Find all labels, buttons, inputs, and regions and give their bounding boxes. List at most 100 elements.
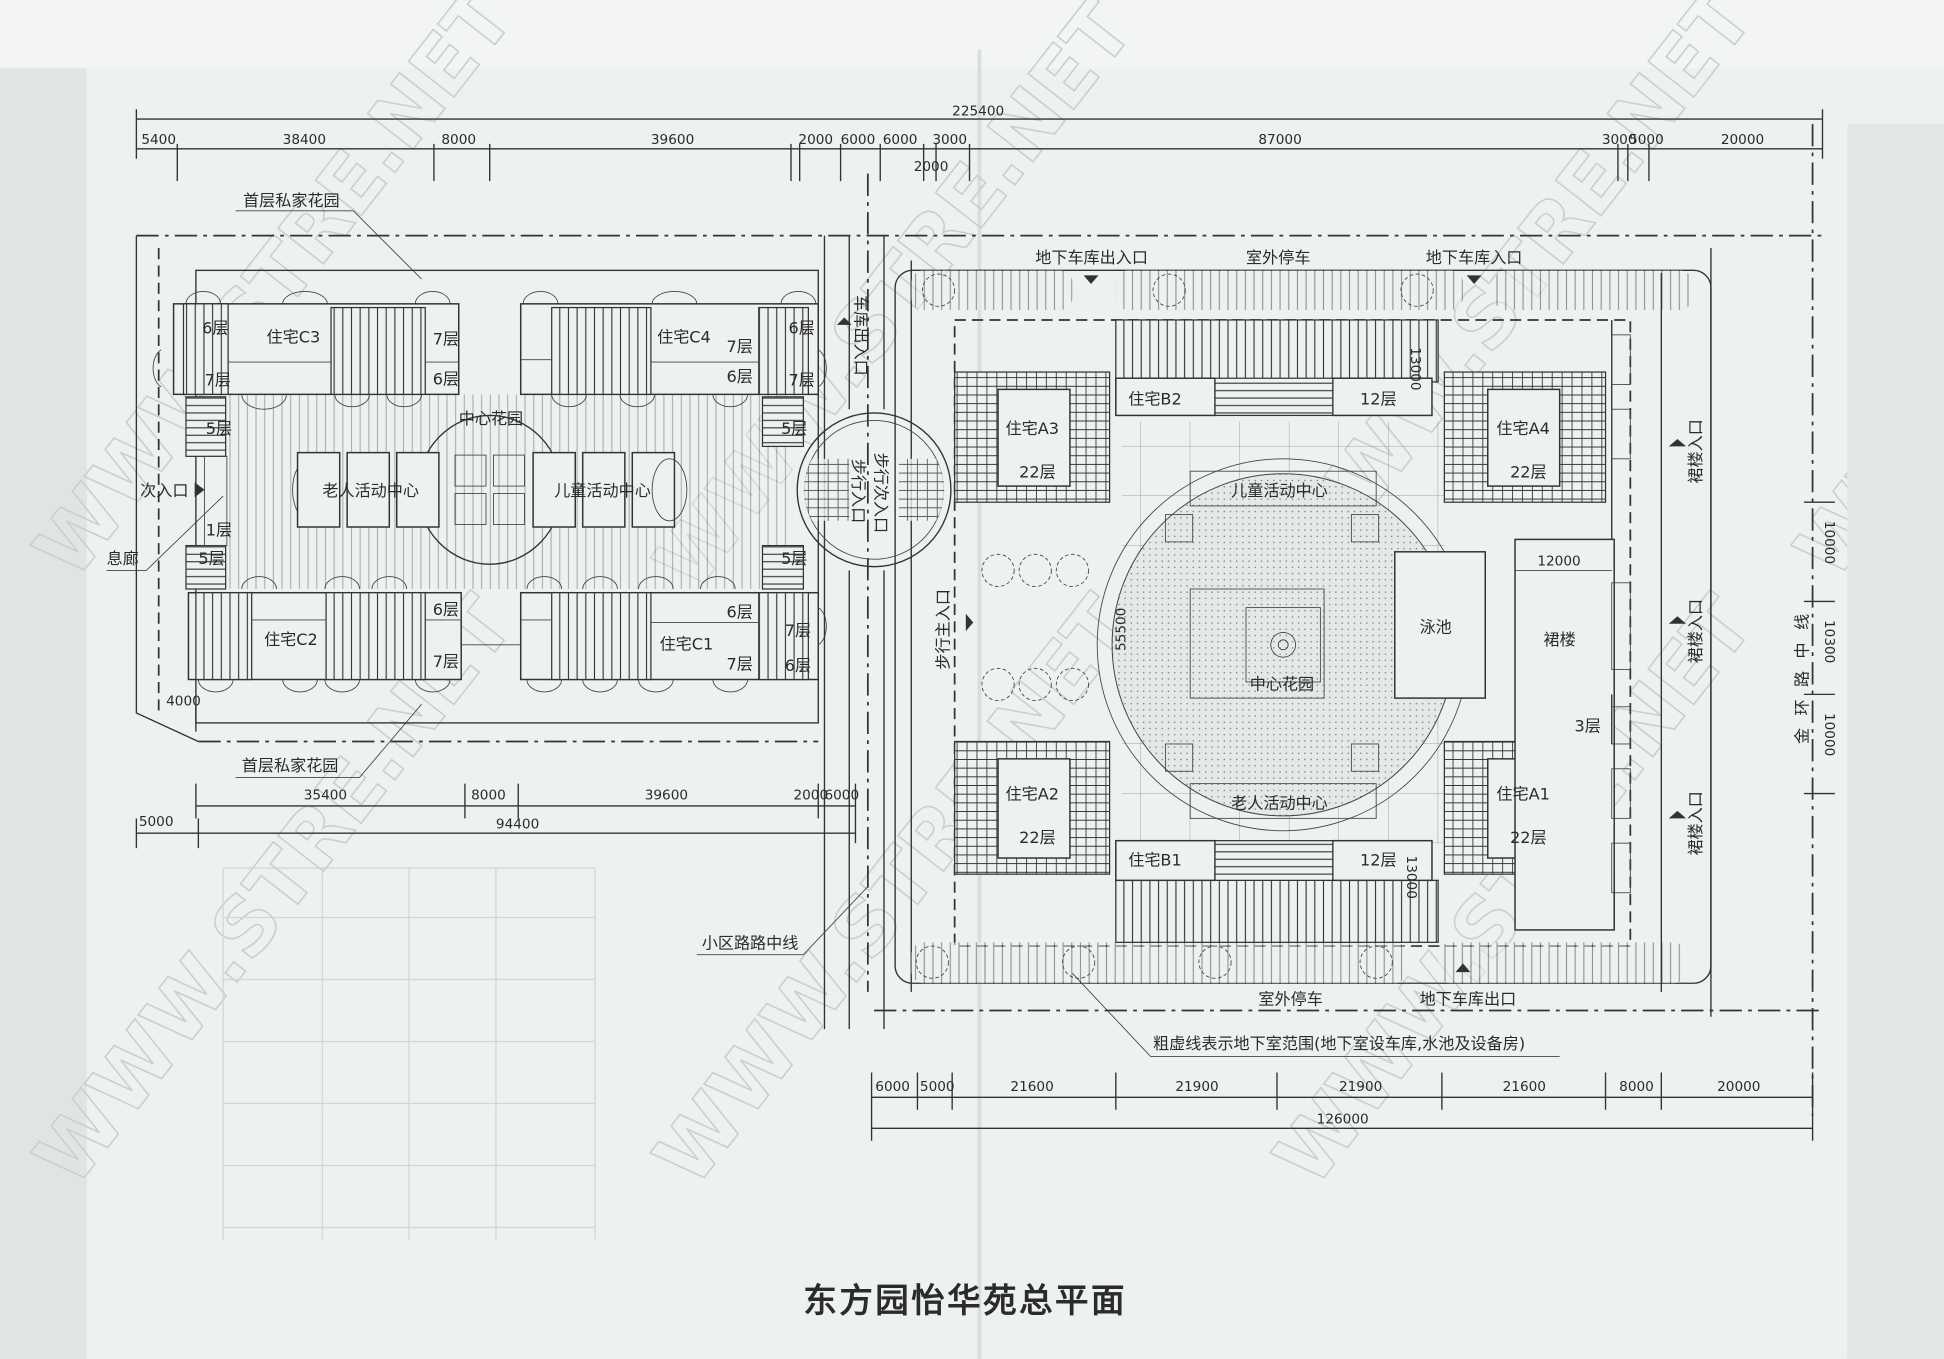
tower-floors: 22层 (1019, 828, 1056, 847)
building-c1 (519, 576, 827, 693)
podium (1514, 538, 1615, 931)
entrance-arrow-icon (194, 482, 205, 498)
dim-segment: 39600 (651, 132, 694, 148)
dim-segment: 21600 (1503, 1079, 1546, 1095)
drawing-title: 东方园怡华苑总平面 (803, 1281, 1127, 1320)
label-private-garden-bottom: 首层私家花园 (242, 756, 339, 775)
tower-floors: 22层 (1510, 828, 1547, 847)
dim-segment: 87000 (1258, 132, 1301, 148)
dim-12000: 12000 (1537, 553, 1580, 569)
dim-4000: 4000 (166, 694, 201, 710)
floor-label: 6层 (433, 600, 459, 619)
garage-arrow-icon (1083, 275, 1099, 285)
floor-label: 6层 (202, 319, 228, 338)
building-c2-label: 住宅C2 (264, 630, 318, 649)
floor-label: 6层 (789, 319, 815, 338)
dim-segment: 5400 (141, 132, 176, 148)
dim-segment: 5000 (1629, 132, 1664, 148)
label-elderly-center-right: 老人活动中心 (1231, 793, 1328, 812)
floor-label: 7层 (433, 652, 459, 671)
floor-label: 7层 (727, 337, 753, 356)
label-podium-entrance: 裙楼入口 (1686, 599, 1705, 663)
garage-arrow-icon (1455, 963, 1471, 973)
floor-label: 6层 (727, 367, 753, 386)
tree-icons (915, 273, 1434, 979)
label-podium-entrance: 裙楼入口 (1686, 419, 1705, 483)
label-pedestrian-main-entrance: 步行主入口 (933, 589, 952, 670)
dim-55500: 55500 (1114, 608, 1130, 651)
dim-segment: 21900 (1339, 1079, 1382, 1095)
tower-a4 (1443, 371, 1607, 503)
floor-label: 5层 (781, 419, 807, 438)
building-a4-label: 住宅A4 (1496, 419, 1549, 438)
tower-a3 (954, 371, 1111, 503)
tower-floors: 22层 (1019, 462, 1056, 481)
building-b1-label: 住宅B1 (1128, 850, 1182, 869)
label-road-centerline: 小区路路中线 (702, 934, 799, 953)
dim-segment: 38400 (283, 132, 326, 148)
building-c3-label: 住宅C3 (267, 327, 321, 346)
floor-label: 7层 (433, 330, 459, 349)
building-b2-label: 住宅B2 (1128, 389, 1182, 408)
dim-segment: 21600 (1010, 1079, 1053, 1095)
dim-segment: 35400 (304, 788, 347, 804)
label-children-center: 儿童活动中心 (554, 481, 651, 500)
road-dim: 10000 (1821, 521, 1837, 564)
dim-13000-bottom: 13000 (1403, 856, 1419, 899)
label-garage-in-out: 地下车库出入口 (1035, 248, 1148, 267)
building-b1 (1115, 839, 1439, 943)
dim-total-top: 225400 (952, 103, 1004, 119)
label-garage-in: 地下车库入口 (1426, 248, 1523, 267)
internal-road: 车库出入口 步行入口 步行次入口 步行主入口 小区路路中线 (696, 173, 974, 1030)
entrance-arrow-icon (836, 317, 852, 325)
floor-label: 5层 (198, 549, 224, 568)
garage-arrow-icon (1466, 275, 1482, 285)
b-floors: 12层 (1360, 389, 1397, 408)
floor-label: 6层 (785, 656, 811, 675)
label-garage-entrance: 车库出入口 (851, 295, 870, 376)
label-east-road-centerline: 金环路中线 (1793, 601, 1812, 744)
dim-segment: 6000 (824, 788, 859, 804)
dim-segment: 8000 (1619, 1079, 1654, 1095)
floor-label: 6层 (433, 369, 459, 388)
road-dim: 10000 (1821, 713, 1837, 756)
b-floors: 12层 (1360, 850, 1397, 869)
label-garage-out: 地下车库出口 (1420, 989, 1517, 1008)
tower-a2 (954, 740, 1111, 875)
dim-segment: 5000 (920, 1079, 955, 1095)
label-corridor: 息廊 (107, 549, 139, 568)
building-b2 (1115, 319, 1439, 417)
building-c1-label: 住宅C1 (660, 635, 714, 654)
label-side-entrance: 次入口 (140, 481, 188, 500)
entrance-arrow-icon (1668, 810, 1687, 819)
dim-sub: 2000 (914, 159, 949, 175)
bleed-through-grid (222, 867, 596, 1240)
dim-segment: 2000 (798, 132, 833, 148)
right-block: 地下车库出入口 室外停车 地下车库入口 室外停车 地下车库出口 住宅A3 22层… (870, 248, 1814, 1141)
dim-total: 94400 (496, 816, 539, 832)
building-c3 (152, 291, 460, 410)
dim-segment: 6000 (875, 1079, 910, 1095)
label-children-center-right: 儿童活动中心 (1231, 481, 1328, 500)
dim-segment: 5000 (139, 814, 174, 830)
label-center-garden: 中心花园 (459, 409, 523, 428)
dim-segment: 6000 (883, 132, 918, 148)
road-dim: 10300 (1821, 620, 1837, 663)
entrance-arrow-icon (1668, 438, 1687, 447)
building-c4 (519, 291, 827, 408)
top-dimension-chain: 225400 5400 38400 8000 39600 2000 6000 6… (135, 103, 1824, 182)
dim-segment: 21900 (1175, 1079, 1218, 1095)
building-a1-label: 住宅A1 (1496, 785, 1549, 804)
floor-label: 6层 (727, 603, 753, 622)
dim-segment: 39600 (645, 788, 688, 804)
label-pedestrian-secondary-entrance: 步行次入口 (871, 453, 890, 534)
left-block: 首层私家花园 首层私家花园 住宅C3 住宅C4 住宅C2 住宅C1 6层 7层 … (106, 191, 859, 849)
label-podium-entrance: 裙楼入口 (1686, 791, 1705, 855)
label-pool: 泳池 (1420, 617, 1452, 636)
label-podium-floors: 3层 (1575, 717, 1601, 736)
dim-segment: 3000 (1602, 132, 1637, 148)
floor-label: 7层 (727, 655, 753, 674)
dim-segment: 3000 (932, 132, 967, 148)
label-pedestrian-entrance: 步行入口 (849, 459, 868, 523)
